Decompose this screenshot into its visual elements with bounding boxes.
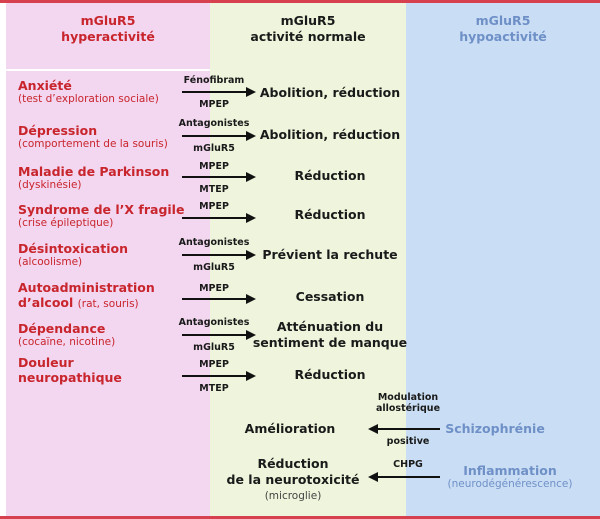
condition-neuropathic-pain: Douleur neuropathique [18, 355, 122, 385]
drug-label: MPEP [199, 201, 229, 212]
left-arrow-icon [368, 472, 440, 482]
result-parkinson: Réduction [294, 168, 366, 183]
result-schizophrenia: Amélioration [244, 421, 336, 436]
drug-label: positive [386, 436, 430, 447]
result-neuropathic-pain: Réduction [294, 367, 366, 382]
header-hyperactivity: mGluR5 hyperactivité [61, 13, 155, 44]
drug-label: Modulation allostérique [375, 392, 441, 414]
drug-label: mGluR5 [193, 143, 235, 154]
condition-parkinson: Maladie de Parkinson (dyskinésie) [18, 164, 170, 191]
hyperactivity-column [6, 3, 210, 516]
right-arrow-icon [182, 371, 256, 381]
condition-depression: Dépression (comportement de la souris) [18, 123, 168, 150]
result-depression: Abolition, réduction [259, 127, 401, 142]
drug-label: Antagonistes [178, 237, 250, 248]
result-inflammation: Réduction de la neurotoxicité (microglie… [226, 456, 360, 502]
header-hypoactivity: mGluR5 hypoactivité [459, 13, 547, 44]
condition-schizophrenia: Schizophrénie [445, 421, 545, 436]
drug-label: Fénofibram [183, 75, 245, 86]
condition-alcohol-self-administration: Autoadministration d’alcool (rat, souris… [18, 280, 155, 310]
drug-label: Antagonistes [178, 118, 250, 129]
drug-label: MTEP [199, 184, 229, 195]
header-divider [6, 69, 210, 71]
drug-label: CHPG [393, 459, 423, 470]
drug-label: Antagonistes [178, 317, 250, 328]
left-arrow-icon [368, 424, 440, 434]
drug-label: MPEP [199, 161, 229, 172]
drug-label: mGluR5 [193, 262, 235, 273]
result-anxiety: Abolition, réduction [259, 85, 401, 100]
right-arrow-icon [182, 250, 256, 260]
condition-withdrawal: Désintoxication (alcoolisme) [18, 241, 128, 268]
drug-label: MPEP [199, 99, 229, 110]
condition-dependence: Dépendance (cocaïne, nicotine) [18, 321, 116, 348]
drug-label: MPEP [199, 283, 229, 294]
right-arrow-icon [182, 330, 256, 340]
right-arrow-icon [182, 87, 256, 97]
result-fragile-x: Réduction [294, 207, 366, 222]
right-arrow-icon [182, 172, 256, 182]
result-withdrawal: Prévient la rechute [262, 247, 398, 262]
result-dependence: Atténuation du sentiment de manque [252, 319, 408, 350]
header-normal-activity: mGluR5 activité normale [250, 13, 366, 44]
drug-label: mGluR5 [193, 342, 235, 353]
condition-fragile-x: Syndrome de l’X fragile (crise épileptiq… [18, 202, 185, 229]
condition-inflammation: Inflammation (neurodégénérescence) [447, 463, 573, 490]
hypoactivity-column [406, 3, 600, 516]
condition-anxiety: Anxiété (test d’exploration sociale) [18, 78, 159, 105]
drug-label: MPEP [199, 359, 229, 370]
right-arrow-icon [182, 294, 256, 304]
right-arrow-icon [182, 131, 256, 141]
drug-label: MTEP [199, 383, 229, 394]
right-arrow-icon [182, 213, 256, 223]
result-alcohol-self-administration: Cessation [295, 289, 365, 304]
